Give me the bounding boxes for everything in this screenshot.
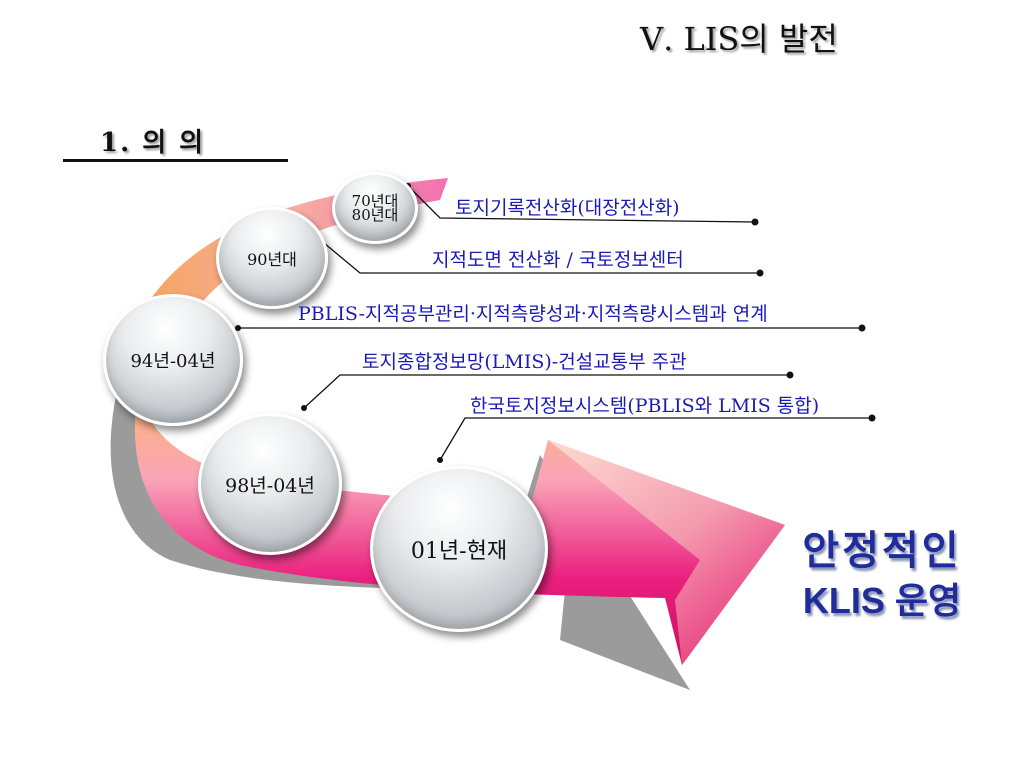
milestone-label-3: PBLIS-지적공부관리·지적측량성과·지적측량시스템과 연계 xyxy=(298,303,768,325)
period-label: 01년-현재 xyxy=(410,539,508,564)
connector-dot xyxy=(301,405,307,411)
connector-dot xyxy=(437,457,443,463)
connector-4 xyxy=(303,374,790,409)
period-label: 98년-04년 xyxy=(225,474,315,497)
period-label: 94년-04년 xyxy=(130,351,216,372)
period-bubble-90s: 90년대 xyxy=(216,207,328,309)
connector-dot xyxy=(756,269,764,277)
connector-5 xyxy=(439,417,872,461)
section-heading: 1. 의 의 xyxy=(100,128,206,158)
slide-title: Ⅴ. LIS의 발전 xyxy=(640,20,838,58)
outcome-line-1: 안정적인 xyxy=(802,527,962,574)
connector-dot xyxy=(751,218,759,226)
milestone-label-5: 한국토지정보시스템(PBLIS와 LMIS 통합) xyxy=(470,395,820,417)
connector-dot xyxy=(868,414,876,422)
milestone-label-4: 토지종합정보망(LMIS)-건설교통부 주관 xyxy=(362,351,687,373)
period-label: 90년대 xyxy=(247,250,297,269)
connector-dot xyxy=(235,325,241,331)
connector-1 xyxy=(407,185,756,223)
period-label-70s: 70년대 xyxy=(351,192,399,210)
connector-dot xyxy=(858,324,866,332)
connector-2 xyxy=(317,237,760,274)
milestone-label-1: 토지기록전산화(대장전산화) xyxy=(455,197,680,219)
arrow-head xyxy=(548,440,785,665)
outcome-text: 안정적인 KLIS 운영 xyxy=(770,526,994,626)
period-bubble-70s-80s: 70년대 80년대 xyxy=(332,172,418,244)
connector-dot xyxy=(786,371,794,379)
period-bubble-01-now: 01년-현재 xyxy=(370,466,548,632)
period-bubble-94-04: 94년-04년 xyxy=(103,294,243,426)
section-underline xyxy=(63,159,288,162)
milestone-label-2: 지적도면 전산화 / 국토정보센터 xyxy=(432,249,684,271)
period-bubble-98-04: 98년-04년 xyxy=(198,413,342,555)
outcome-line-2: KLIS 운영 xyxy=(802,580,962,621)
period-label-80s: 80년대 xyxy=(351,206,399,224)
